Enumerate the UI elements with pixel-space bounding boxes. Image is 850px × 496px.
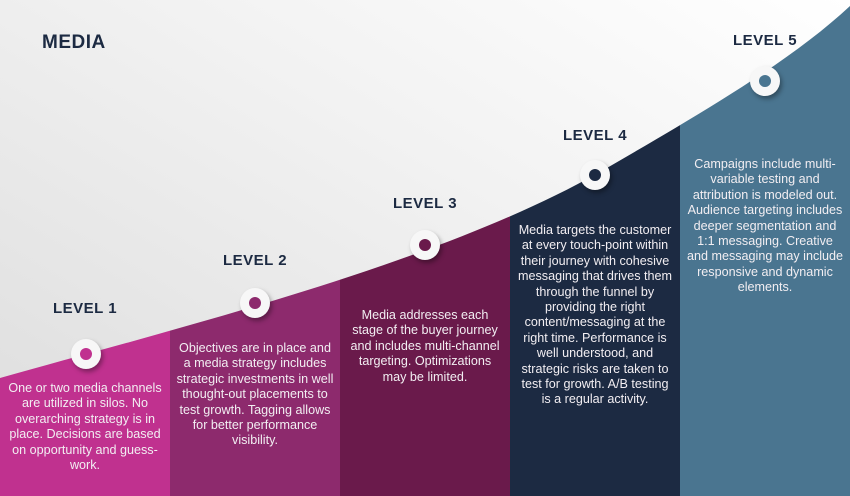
level-1-label: LEVEL 1 [52,300,118,317]
level-2-marker-icon [240,288,270,318]
level-3-description: Media addresses each stage of the buyer … [350,308,500,384]
level-3-label: LEVEL 3 [392,195,458,212]
level-1-description: One or two media channels are utilized i… [8,381,162,473]
level-1-marker-icon [71,339,101,369]
level-2-description: Objectives are in place and a media stra… [176,341,334,448]
level-4-label: LEVEL 4 [562,127,628,144]
level-5-marker-icon [750,66,780,96]
page-title: MEDIA [42,32,106,53]
level-2-label: LEVEL 2 [222,252,288,269]
level-5-description: Campaigns include multi-variable testing… [686,157,844,295]
level-4-description: Media targets the customer at every touc… [518,223,672,407]
level-5-label: LEVEL 5 [732,32,798,49]
level-3-marker-icon [410,230,440,260]
level-4-marker-icon [580,160,610,190]
